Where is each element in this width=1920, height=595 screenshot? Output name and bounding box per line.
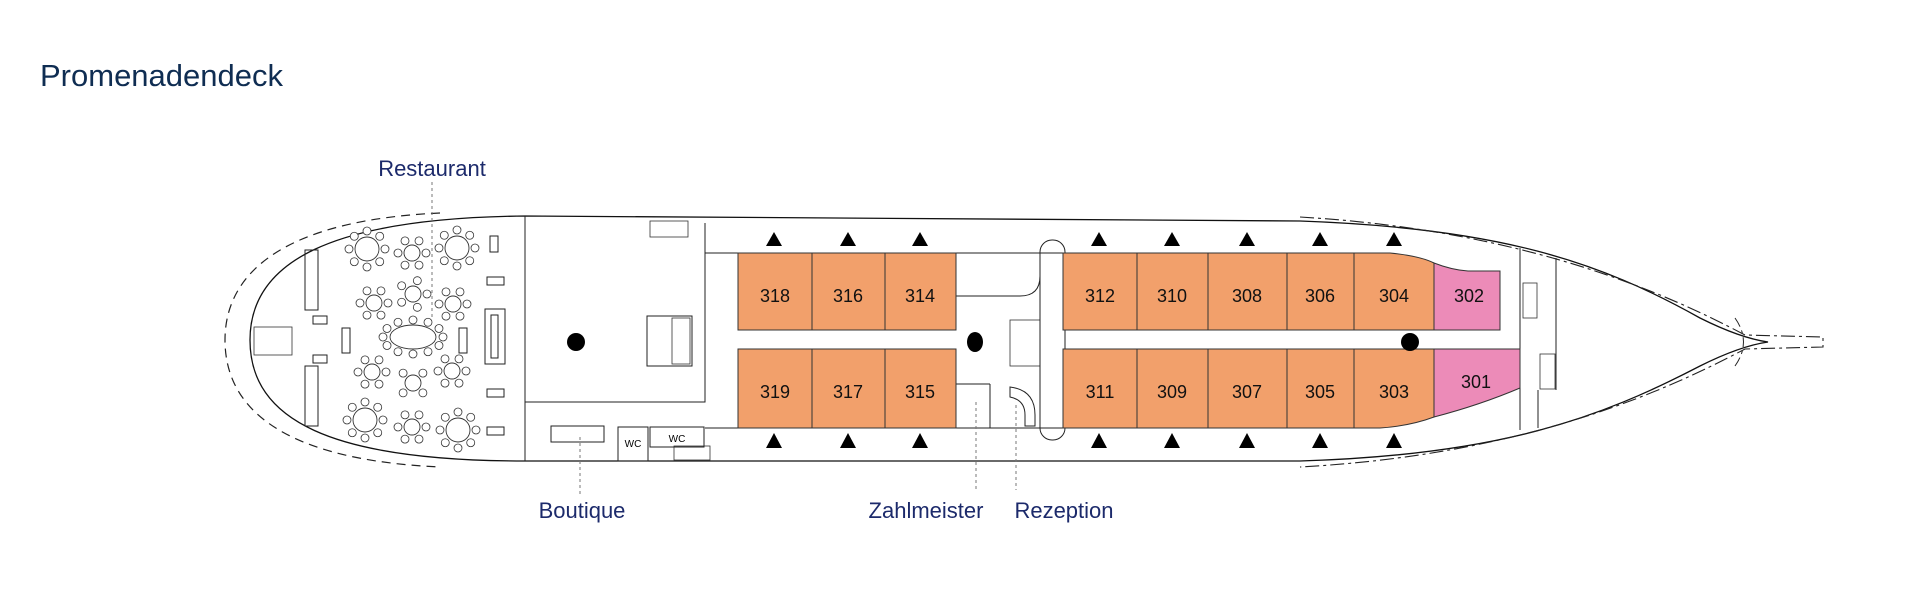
label-rezeption: Rezeption — [1014, 498, 1113, 523]
label-restaurant: Restaurant — [378, 156, 486, 181]
cabin-number: 302 — [1454, 286, 1484, 306]
cabin-number: 311 — [1086, 382, 1115, 402]
boutique-counter — [550, 425, 605, 443]
cabin-308[interactable] — [1207, 252, 1288, 331]
table-icon — [398, 368, 428, 398]
table-icon — [435, 407, 481, 453]
lifeboat-triangle-icon — [912, 232, 928, 246]
cabin-310[interactable] — [1136, 252, 1209, 331]
lifeboat-triangle-icon — [1091, 433, 1107, 448]
cabins-bottom — [737, 348, 1521, 429]
leader-lines — [431, 182, 1017, 494]
lifeboat-triangle-icon — [1386, 232, 1402, 246]
table-icon — [433, 354, 471, 388]
cabin-number: 304 — [1379, 286, 1409, 306]
cabin-number: 303 — [1379, 382, 1409, 402]
table-icon — [397, 276, 432, 312]
bow-arc — [1734, 317, 1744, 367]
lifeboat-triangle-icon — [1091, 232, 1107, 246]
lifeboat-triangle-icon — [840, 232, 856, 246]
lifeboat-triangle-icon — [1164, 433, 1180, 448]
mast-dot-icon — [1401, 333, 1419, 351]
lifeboat-triangle-icon — [1386, 433, 1402, 448]
table-icon — [393, 410, 431, 444]
table-icon — [353, 355, 391, 389]
table-icon — [344, 226, 390, 272]
cabin-number: 307 — [1232, 382, 1262, 402]
table-icon — [434, 225, 480, 271]
cabin-number: 319 — [760, 382, 790, 402]
hull-dashed-outline — [224, 212, 441, 468]
cabin-number: 314 — [905, 286, 935, 306]
lifeboat-triangle-icon — [766, 232, 782, 246]
lifeboat-triangle-icon — [840, 433, 856, 448]
label-boutique: Boutique — [539, 498, 626, 523]
stairs-icon — [646, 315, 693, 367]
lifeboat-triangle-icon — [1239, 433, 1255, 448]
table-icon — [393, 236, 431, 270]
cabin-number: 301 — [1461, 372, 1491, 392]
cabin-317[interactable] — [811, 348, 886, 429]
cabin-number: 312 — [1085, 286, 1115, 306]
cabin-number: 318 — [760, 286, 790, 306]
cabin-number: 309 — [1157, 382, 1187, 402]
cabin-319[interactable] — [737, 348, 813, 429]
cabin-301[interactable] — [1433, 348, 1521, 418]
cabin-307[interactable] — [1207, 348, 1288, 429]
cabin-number: 316 — [833, 286, 863, 306]
cabins-top — [737, 252, 1501, 331]
cabin-302[interactable] — [1433, 262, 1501, 331]
restaurant-booths — [304, 235, 506, 436]
cabin-number: 317 — [833, 382, 863, 402]
table-icon — [342, 397, 388, 443]
lifeboat-triangle-icon — [1312, 433, 1328, 448]
table-icon — [355, 286, 393, 320]
mast-dot-icon — [967, 332, 983, 352]
wall — [956, 252, 1063, 429]
lifeboat-triangle-icon — [1239, 232, 1255, 246]
stairs-icon — [253, 220, 1556, 461]
cabin-316[interactable] — [811, 252, 886, 331]
reception-desk — [1009, 386, 1036, 427]
cabin-numbers: 318 316 314 312 310 308 306 304 302 319 … — [760, 286, 1491, 402]
cabin-number: 315 — [905, 382, 935, 402]
oval-table-icon — [378, 315, 448, 359]
cabin-318[interactable] — [737, 252, 813, 331]
lifeboat-markers — [766, 232, 1402, 448]
cabin-315[interactable] — [884, 348, 957, 429]
cabin-number: 305 — [1305, 382, 1335, 402]
lifeboat-triangle-icon — [1164, 232, 1180, 246]
wc-room — [649, 426, 705, 448]
wc-label: WC — [669, 434, 686, 445]
cabin-314[interactable] — [884, 252, 957, 331]
cabin-number: 308 — [1232, 286, 1262, 306]
cabin-number: 306 — [1305, 286, 1335, 306]
wall — [705, 252, 738, 429]
lifeboat-triangle-icon — [912, 433, 928, 448]
lifeboat-triangle-icon — [766, 433, 782, 448]
wc-room — [617, 426, 649, 462]
wall — [525, 223, 706, 403]
wc-label: WC — [625, 439, 642, 450]
mast-dot-icon — [567, 333, 585, 351]
cabin-306[interactable] — [1286, 252, 1355, 331]
cabin-309[interactable] — [1136, 348, 1209, 429]
hull-dashdot-outline — [1299, 216, 1824, 468]
door-icon — [1039, 239, 1066, 441]
page-title: Promenadendeck — [40, 58, 283, 93]
table-icon — [434, 287, 472, 321]
lifeboat-triangle-icon — [1312, 232, 1328, 246]
restaurant-tables — [342, 225, 481, 453]
label-zahlmeister: Zahlmeister — [869, 498, 984, 523]
cabin-number: 310 — [1157, 286, 1187, 306]
